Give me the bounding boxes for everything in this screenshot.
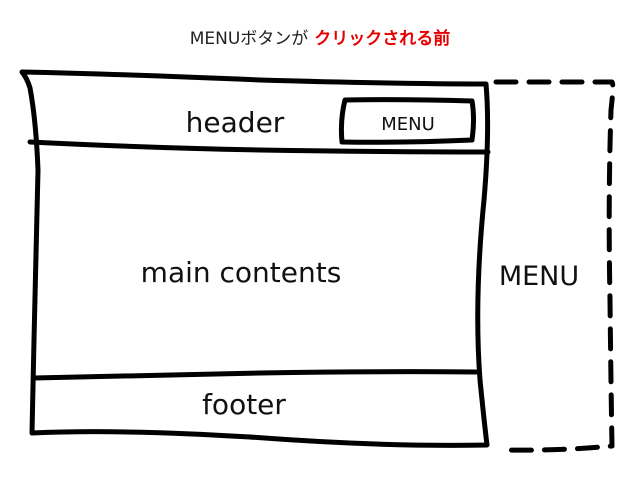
offscreen-menu-label: MENU (499, 261, 579, 292)
footer-divider (31, 369, 479, 381)
header-divider (27, 139, 491, 155)
page-frame (19, 69, 491, 448)
main-contents-label: main contents (141, 256, 342, 289)
offscreen-menu-panel: MENU (493, 79, 616, 453)
main-contents-section: main contents (141, 256, 342, 289)
header-section: header (186, 106, 285, 139)
offscreen-menu-outline (493, 79, 616, 453)
header-label: header (186, 106, 285, 139)
footer-label: footer (202, 388, 286, 421)
diagram-caption: MENUボタンがクリックされる前 (0, 27, 640, 51)
footer-section: footer (202, 388, 286, 421)
menu-button[interactable]: MENU (338, 97, 476, 145)
caption-emphasis: クリックされる前 (314, 29, 451, 49)
menu-button-outline (338, 97, 476, 145)
caption-prefix: MENUボタンが (189, 29, 309, 49)
page-frame-outline (19, 69, 491, 448)
menu-button-label: MENU (381, 114, 435, 135)
